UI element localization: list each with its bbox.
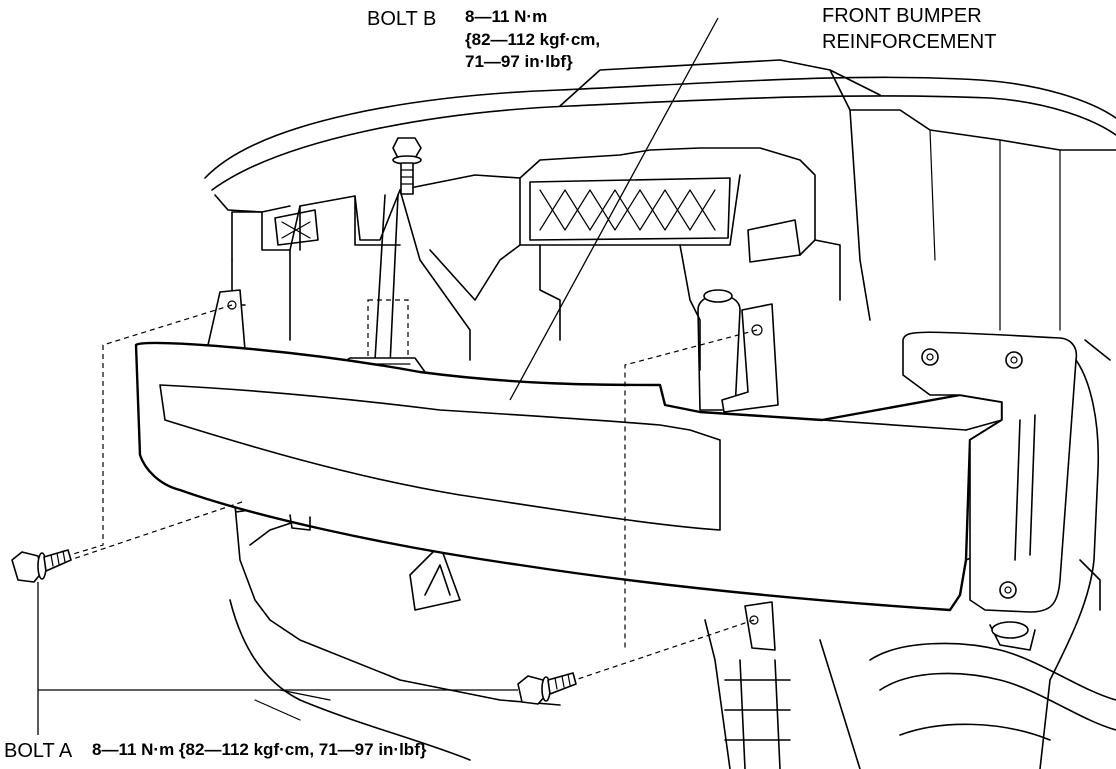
bolt-a-label: BOLT A [4,740,73,762]
bolt-a-left-drawing [11,549,72,583]
bolt-b-torque-line2: {82—112 kgf·cm, [465,30,601,49]
reinforcement-label-line2: REINFORCEMENT [822,31,997,53]
radiator-support [231,109,871,371]
bolt-b-drawing [392,137,422,195]
bumper-reinforcement-beam [134,341,1004,612]
hood-outline [204,59,1116,331]
bolt-a-center-drawing [517,672,577,705]
install-guides [69,304,758,686]
reinforcement-label-line1: FRONT BUMPER [822,5,982,27]
right-bracket [697,289,779,651]
right-mount-plate [902,331,1111,769]
bolt-b-torque-line3: 71—97 in·lbf} [465,52,573,71]
leader-lines [37,17,719,735]
lower-structure [229,504,1116,769]
bolt-b-label: BOLT B [367,8,437,30]
center-stay [334,194,426,381]
bolt-a-torque: 8—11 N·m {82—112 kgf·cm, 71—97 in·lbf} [92,740,427,759]
bolt-b-torque-line1: 8—11 N·m [465,7,548,26]
